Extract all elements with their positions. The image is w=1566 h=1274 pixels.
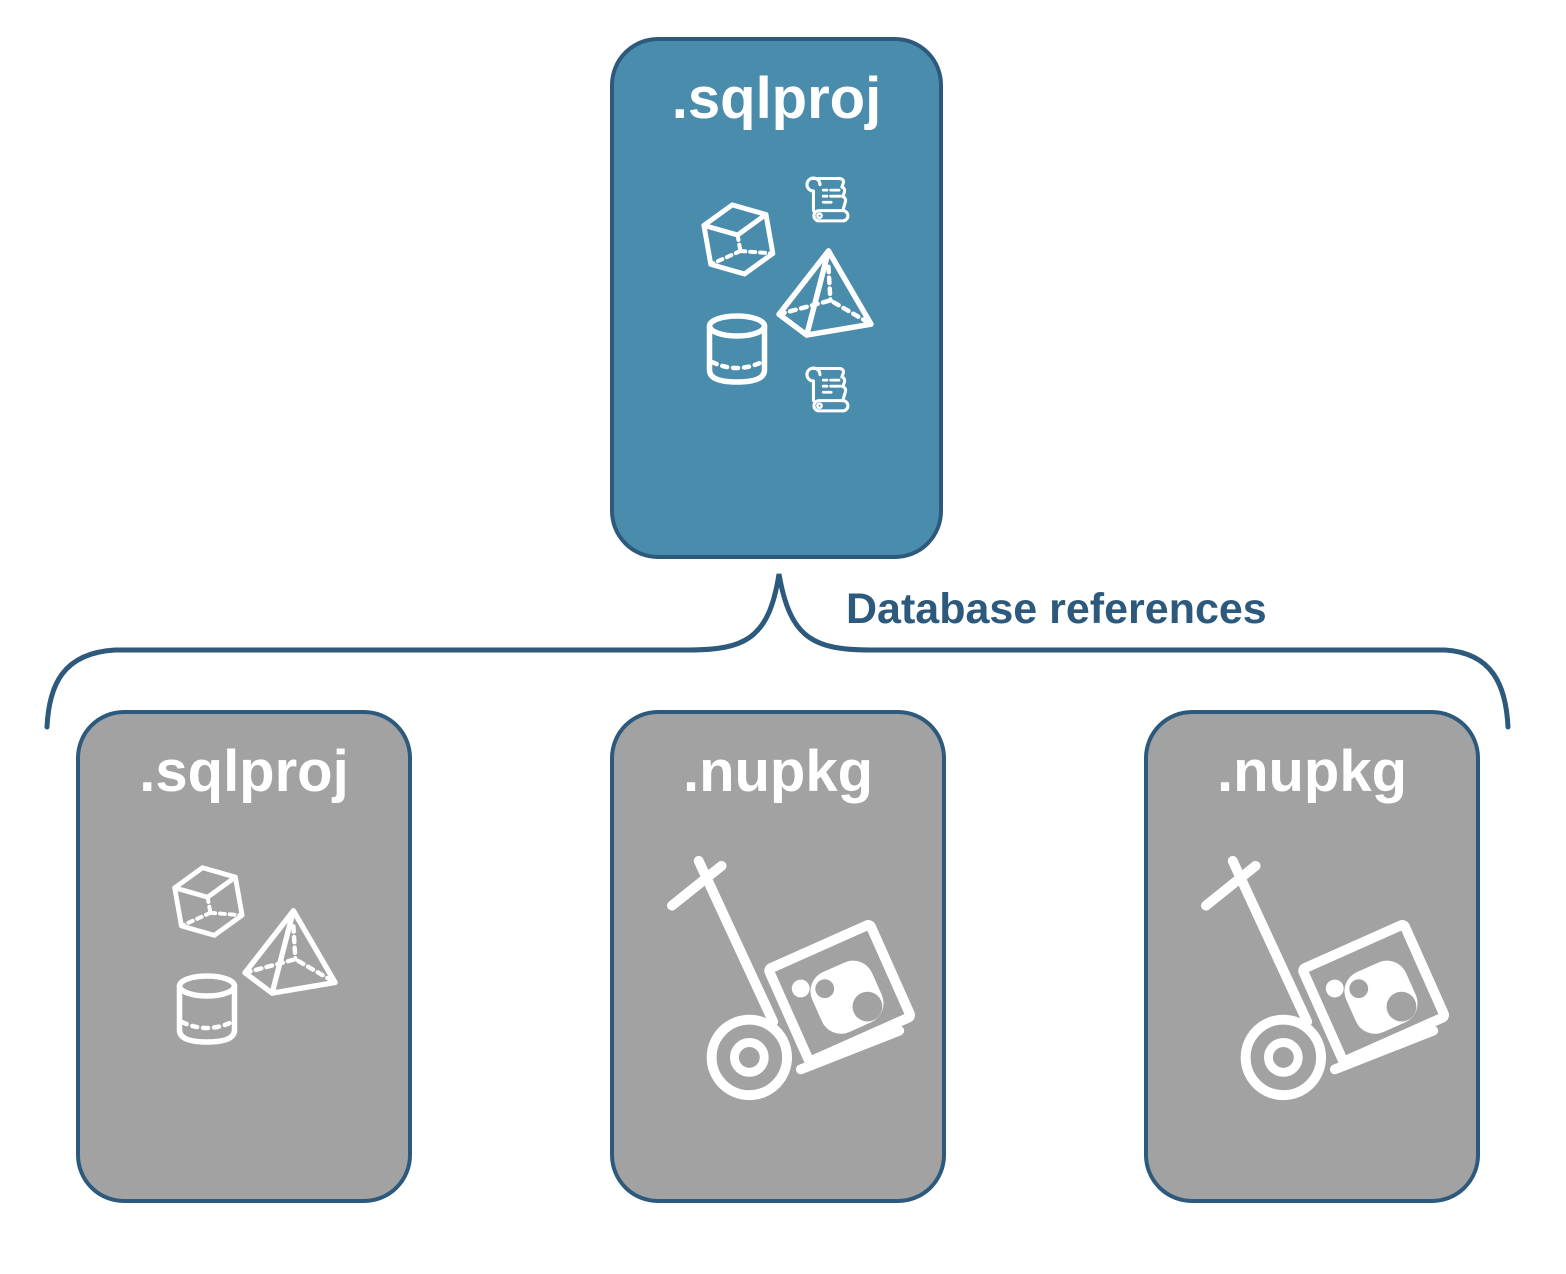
pyramid-icon <box>240 905 342 997</box>
nuget-handtruck-icon <box>664 852 922 1110</box>
child-box-title: .nupkg <box>682 739 874 804</box>
cylinder-icon <box>702 312 772 390</box>
root-box-title: .sqlproj <box>671 66 882 131</box>
child-box-title: .sqlproj <box>139 739 349 804</box>
root-box-sqlproj: .sqlproj <box>610 37 943 559</box>
child-box-title: .nupkg <box>1216 739 1408 804</box>
child-box-sqlproj: .sqlproj <box>76 710 412 1203</box>
child-box-nupkg-1: .nupkg <box>610 710 946 1203</box>
cylinder-icon <box>172 972 242 1050</box>
cube-icon <box>694 199 784 287</box>
child-box-nupkg-2: .nupkg <box>1144 710 1480 1203</box>
script-scroll-icon <box>799 362 854 416</box>
brace-path <box>44 573 1511 730</box>
script-scroll-icon <box>799 172 854 226</box>
nuget-handtruck-icon <box>1198 852 1456 1110</box>
connector-label: Database references <box>846 585 1267 633</box>
pyramid-icon <box>774 245 878 339</box>
